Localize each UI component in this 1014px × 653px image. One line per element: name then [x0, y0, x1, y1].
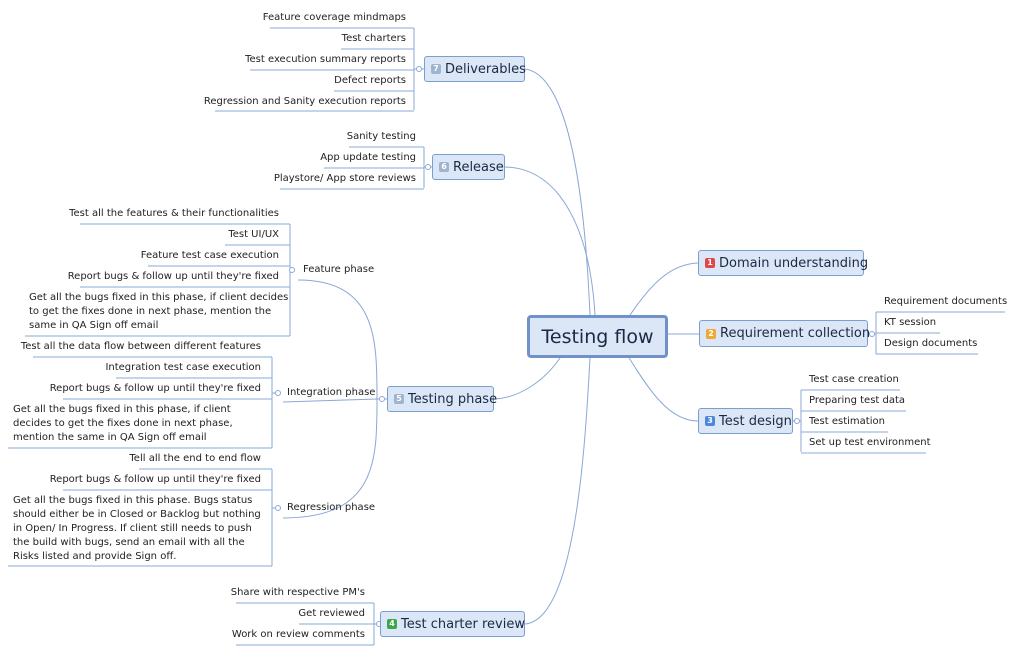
priority-4-icon: 4	[387, 619, 397, 629]
leaf-test-case-creation[interactable]: Test case creation	[809, 374, 899, 385]
leaf-app-update-testing[interactable]: App update testing	[320, 152, 416, 163]
leaf-test-execution-summary-reports[interactable]: Test execution summary reports	[245, 54, 406, 65]
leaf-playstore-reviews[interactable]: Playstore/ App store reviews	[273, 173, 416, 184]
phase-feature[interactable]: Feature phase	[303, 264, 375, 275]
topic-test-charter-review[interactable]: 4 Test charter review	[380, 611, 525, 637]
leaf-work-on-review-comments[interactable]: Work on review comments	[231, 629, 365, 640]
priority-1-icon: 1	[705, 258, 715, 268]
leaf-defect-reports[interactable]: Defect reports	[334, 75, 406, 86]
leaf-regression-report-bugs[interactable]: Report bugs & follow up until they're fi…	[49, 474, 261, 485]
leaf-feature-coverage-mindmaps[interactable]: Feature coverage mindmaps	[262, 12, 406, 23]
topic-label: Deliverables	[445, 61, 526, 77]
topic-deliverables[interactable]: 7 Deliverables	[424, 56, 526, 82]
topic-label: Testing phase	[408, 391, 498, 407]
leaf-feature-report-bugs[interactable]: Report bugs & follow up until they're fi…	[67, 271, 279, 282]
topic-test-design[interactable]: 3 Test design	[698, 408, 793, 434]
priority-7-icon: 7	[431, 64, 441, 74]
leaf-share-with-pm[interactable]: Share with respective PM's	[230, 587, 365, 598]
leaf-test-charters[interactable]: Test charters	[341, 33, 406, 44]
topic-testing-phase[interactable]: 5 Testing phase	[387, 386, 498, 412]
leaf-tell-end-to-end-flow[interactable]: Tell all the end to end flow	[129, 453, 261, 464]
leaf-test-all-features[interactable]: Test all the features & their functional…	[69, 208, 279, 219]
leaf-feature-bugs-fixed[interactable]: Get all the bugs fixed in this phase, if…	[29, 292, 289, 331]
leaf-test-ui-ux[interactable]: Test UI/UX	[228, 229, 279, 240]
priority-6-icon: 6	[439, 162, 449, 172]
leaf-kt-session[interactable]: KT session	[884, 317, 937, 328]
leaf-integration-test-case-execution[interactable]: Integration test case execution	[105, 362, 261, 373]
central-topic[interactable]: Testing flow	[527, 315, 668, 358]
leaf-design-documents[interactable]: Design documents	[884, 338, 978, 349]
leaf-preparing-test-data[interactable]: Preparing test data	[809, 395, 906, 406]
priority-3-icon: 3	[705, 416, 715, 426]
topic-label: Domain understanding	[719, 255, 869, 271]
topic-domain-understanding[interactable]: 1 Domain understanding	[698, 250, 868, 276]
phase-integration[interactable]: Integration phase	[287, 387, 376, 398]
leaf-test-estimation[interactable]: Test estimation	[809, 416, 885, 427]
priority-2-icon: 2	[706, 328, 716, 339]
leaf-test-data-flow[interactable]: Test all the data flow between different…	[20, 341, 261, 352]
topic-release[interactable]: 6 Release	[432, 154, 505, 180]
topic-label: Test charter review	[401, 616, 525, 632]
leaf-sanity-testing[interactable]: Sanity testing	[346, 131, 416, 142]
priority-5-icon: 5	[394, 394, 404, 404]
topic-label: Requirement collection	[720, 326, 871, 341]
leaf-get-reviewed[interactable]: Get reviewed	[298, 608, 365, 619]
leaf-integration-report-bugs[interactable]: Report bugs & follow up until they're fi…	[49, 383, 261, 394]
leaf-regression-sanity-reports[interactable]: Regression and Sanity execution reports	[203, 96, 406, 107]
topic-label: Test design	[719, 413, 792, 429]
leaf-feature-test-case-execution[interactable]: Feature test case execution	[140, 250, 279, 261]
topic-label: Release	[453, 159, 504, 175]
leaf-set-up-test-environment[interactable]: Set up test environment	[809, 437, 931, 448]
leaf-integration-bugs-fixed[interactable]: Get all the bugs fixed in this phase, if…	[13, 404, 233, 443]
topic-requirement-collection[interactable]: 2 Requirement collection	[699, 320, 871, 347]
leaf-regression-bugs-fixed[interactable]: Get all the bugs fixed in this phase. Bu…	[13, 495, 261, 562]
phase-regression[interactable]: Regression phase	[287, 502, 376, 513]
leaf-requirement-documents[interactable]: Requirement documents	[884, 296, 1008, 307]
